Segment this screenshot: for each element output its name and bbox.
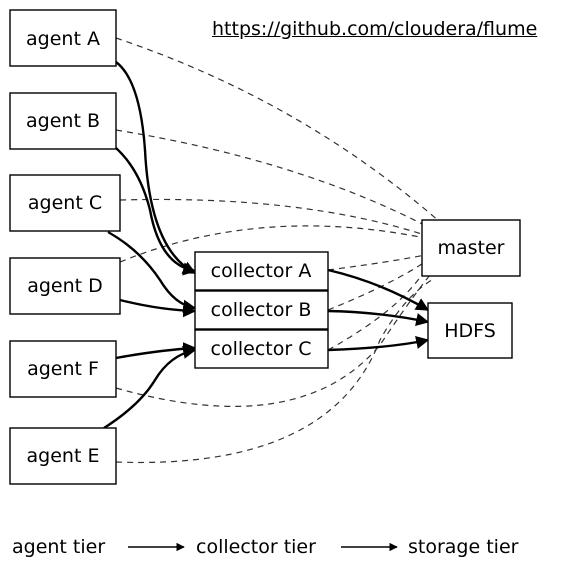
label-master: master (437, 237, 504, 259)
label-agent-f: agent F (27, 358, 99, 380)
link-collector-a-master (327, 254, 426, 271)
tier-legend: agent tier collector tier storage tier (12, 536, 519, 558)
flow-agent-c-collector-b (107, 230, 197, 313)
label-agent-c: agent C (28, 192, 102, 214)
label-hdfs: HDFS (444, 320, 496, 342)
node-hdfs: HDFS (427, 302, 513, 359)
node-agent-c: agent C (9, 174, 121, 232)
flow-collector-b-hdfs (327, 309, 430, 327)
source-url[interactable]: https://github.com/cloudera/flume (212, 18, 538, 40)
node-collector-b: collector B (194, 290, 329, 330)
label-agent-b: agent B (26, 110, 100, 132)
flow-collector-a-hdfs (327, 268, 430, 312)
flow-agent-a-collector-a (115, 61, 197, 275)
node-agent-f: agent F (9, 340, 117, 398)
link-collector-b-master (327, 261, 426, 311)
tier-collector: collector tier (196, 536, 316, 558)
node-collector-c: collector C (194, 329, 329, 369)
flow-agent-b-collector-a (115, 147, 197, 276)
label-agent-a: agent A (26, 28, 100, 50)
label-agent-d: agent D (27, 275, 103, 297)
link-collector-c-master (327, 269, 426, 351)
link-agent-d-master (119, 225, 426, 263)
link-agent-e-master (115, 277, 436, 464)
node-master: master (421, 219, 521, 277)
link-agent-c-master (119, 198, 426, 236)
data-flows (103, 61, 430, 430)
label-agent-e: agent E (27, 445, 100, 467)
node-agent-e: agent E (9, 427, 117, 485)
flow-agent-d-collector-b (119, 298, 197, 318)
control-links (115, 37, 441, 464)
label-collector-b: collector B (211, 299, 312, 321)
node-agent-d: agent D (9, 257, 121, 315)
node-collector-a: collector A (194, 251, 329, 291)
tier-storage: storage tier (408, 536, 519, 558)
link-agent-a-master (115, 37, 441, 223)
label-collector-c: collector C (211, 338, 312, 360)
label-collector-a: collector A (211, 260, 312, 282)
link-agent-b-master (115, 129, 431, 229)
flow-agent-e-collector-c (103, 345, 197, 430)
node-agent-b: agent B (9, 92, 117, 150)
tier-agent: agent tier (12, 536, 105, 558)
link-agent-f-master (115, 274, 431, 407)
flow-collector-c-hdfs (327, 335, 430, 352)
node-agent-a: agent A (9, 9, 117, 67)
